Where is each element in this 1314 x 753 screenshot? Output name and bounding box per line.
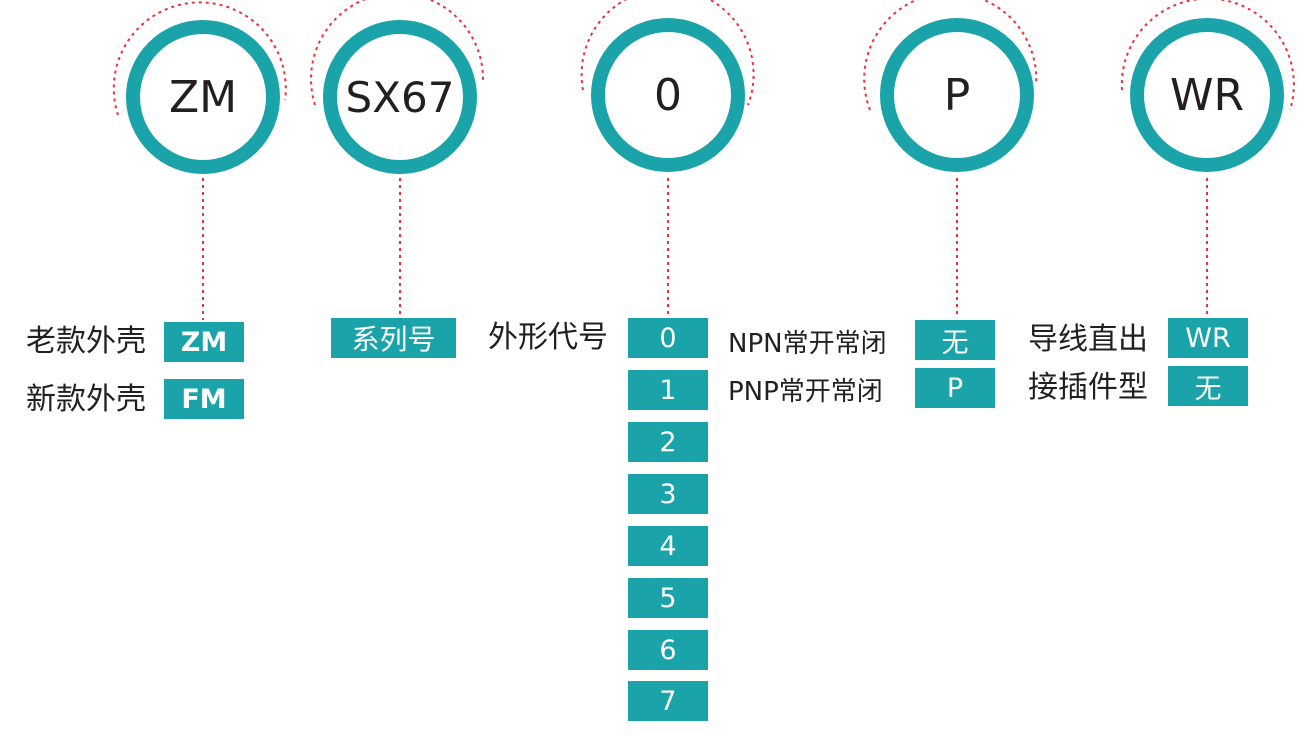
output-option-code: 无 (915, 320, 995, 360)
shape-code: 1 (628, 370, 708, 410)
connection-option-code: WR (1168, 318, 1248, 358)
housing-option-code: FM (164, 379, 244, 419)
node-output-code: P (880, 18, 1034, 172)
connection-option-code: 无 (1168, 366, 1248, 406)
node-connection-code: WR (1130, 18, 1284, 172)
connection-option-label: 接插件型 (1028, 370, 1148, 405)
connection-option-label: 导线直出 (1028, 322, 1148, 357)
series-tag: 系列号 (331, 318, 456, 358)
node-housing-code: ZM (126, 20, 280, 174)
arc-shape (580, 0, 755, 106)
housing-option-code: ZM (164, 322, 244, 362)
node-shape-code: 0 (591, 18, 745, 172)
arc-output (863, 0, 1038, 111)
arc-series (310, 0, 485, 106)
housing-option-label: 新款外壳 (26, 382, 146, 417)
shape-code: 7 (628, 681, 708, 721)
shape-code: 6 (628, 630, 708, 670)
arc-housing (112, 1, 287, 116)
shape-code: 2 (628, 422, 708, 462)
shape-code: 4 (628, 526, 708, 566)
output-option-code: P (915, 368, 995, 408)
shape-code: 3 (628, 474, 708, 514)
shape-code: 0 (628, 318, 708, 358)
output-option-label: NPN常开常闭 (728, 329, 887, 359)
node-series-code: SX67 (323, 20, 477, 174)
output-option-label: PNP常开常闭 (728, 377, 883, 407)
housing-option-label: 老款外壳 (26, 324, 146, 359)
shape-code: 5 (628, 578, 708, 618)
shape-label: 外形代号 (488, 320, 608, 355)
